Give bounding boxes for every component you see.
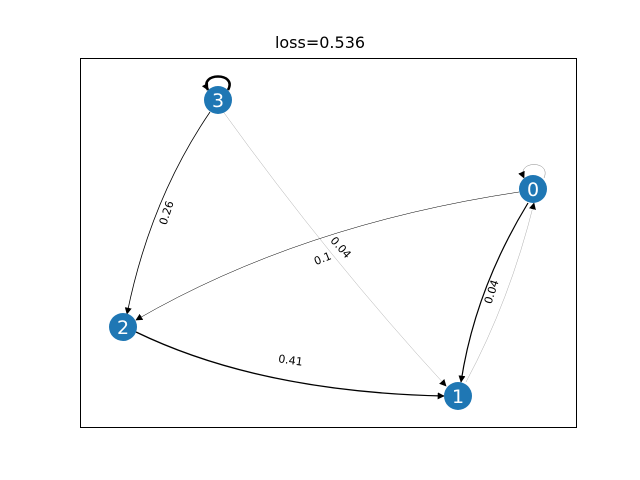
node-0-label: 0 — [527, 179, 539, 201]
self-loop-0 — [518, 164, 546, 179]
edge-3-2 — [124, 111, 211, 315]
edge-label-3-1: 0.04 — [328, 234, 354, 261]
edge-2-1 — [135, 331, 445, 400]
edge-label-0-1: 0.04 — [482, 278, 502, 305]
edge-1-0 — [465, 202, 536, 383]
node-1: 1 — [444, 382, 472, 410]
edge-3-1 — [221, 109, 447, 387]
edge-label-3-2: 0.26 — [157, 199, 177, 226]
node-2: 2 — [109, 313, 137, 341]
node-2-label: 2 — [117, 317, 129, 339]
edge-0-2 — [135, 191, 520, 321]
node-1-label: 1 — [452, 386, 464, 408]
edge-0-1 — [458, 202, 529, 383]
node-3-label: 3 — [212, 90, 224, 112]
self-loop-3 — [201, 75, 231, 91]
plot-frame — [80, 58, 577, 428]
edge-label-2-1: 0.41 — [277, 352, 303, 368]
node-3: 3 — [204, 86, 232, 114]
edge-label-0-2: 0.1 — [312, 249, 333, 268]
node-0: 0 — [519, 175, 547, 203]
graph-title: loss=0.536 — [274, 33, 366, 52]
